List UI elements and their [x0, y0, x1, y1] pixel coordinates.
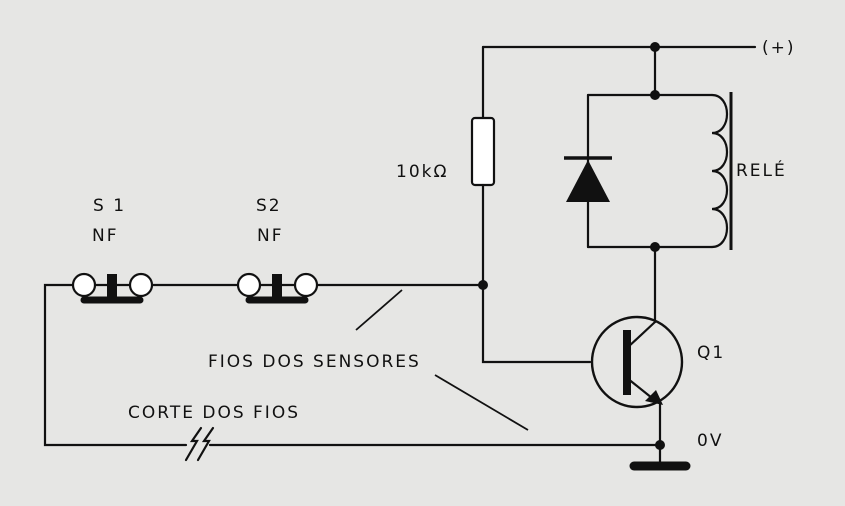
sensor-loop	[43, 283, 662, 447]
s2-name: S2	[256, 196, 282, 216]
diode	[564, 156, 612, 202]
ground-label: 0V	[697, 431, 723, 451]
relay-block	[586, 45, 733, 252]
relay-coil	[710, 93, 728, 249]
sensor-wires-label: FIOS DOS SENSORES	[208, 352, 421, 372]
relay-label: RELÉ	[736, 159, 787, 181]
switch-s2	[236, 272, 319, 304]
s1-type: NF	[92, 226, 119, 246]
wire-cut-symbol	[184, 426, 215, 462]
switch-s1	[71, 272, 154, 304]
s2-type: NF	[257, 226, 284, 246]
resistor-10k	[470, 116, 496, 187]
sensor-wires-pointers	[355, 289, 529, 431]
ground-node	[629, 401, 691, 471]
supply-rail	[481, 42, 757, 52]
base-wire	[481, 283, 592, 364]
emitter-arrow	[645, 390, 663, 405]
resistor-branch	[470, 45, 496, 290]
supply-label: (+)	[762, 38, 796, 58]
resistor-label: 10kΩ	[396, 162, 448, 182]
transistor-label: Q1	[697, 343, 725, 363]
transistor-q1	[590, 315, 684, 409]
wire-cut-label: CORTE DOS FIOS	[128, 403, 300, 423]
s1-name: S 1	[93, 196, 126, 216]
